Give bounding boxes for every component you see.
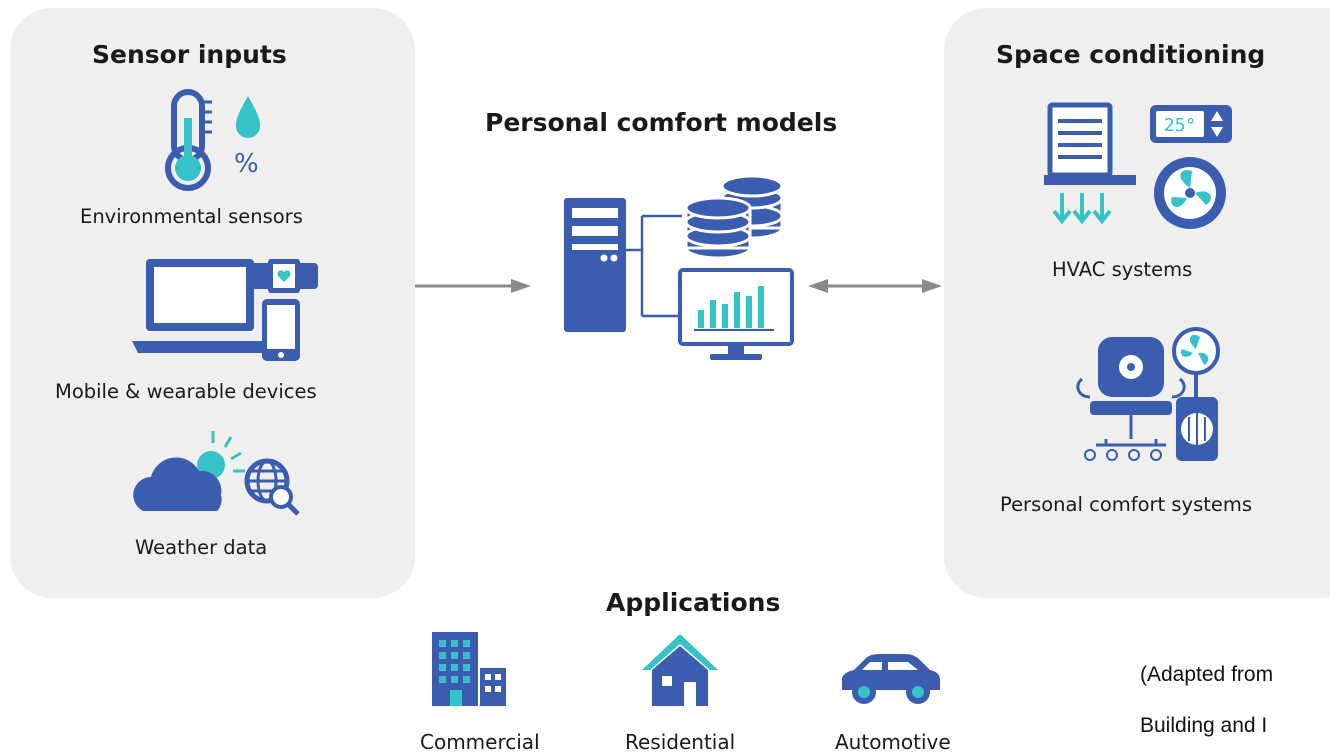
- source-caption-line-1: (Adapted from: [1140, 663, 1274, 686]
- thermometer-humidity-icon: %: [165, 89, 260, 191]
- space-conditioning-panel: [944, 8, 1330, 598]
- office-building-icon: [432, 632, 506, 706]
- hvac-thermostat-fan-icon: 25°: [1044, 102, 1232, 229]
- applications-title: Applications: [606, 588, 781, 617]
- sensor-inputs-title: Sensor inputs: [92, 40, 287, 69]
- hvac-systems-label: HVAC systems: [1052, 258, 1193, 281]
- residential-label: Residential: [625, 730, 736, 754]
- chair-fan-heater-icon: [1076, 327, 1220, 461]
- weather-data-label: Weather data: [135, 536, 268, 559]
- personal-comfort-models-title: Personal comfort models: [485, 108, 838, 137]
- car-icon: [842, 654, 940, 704]
- right-arrow-icon: [415, 279, 531, 293]
- thermostat-display: 25°: [1164, 115, 1197, 136]
- house-icon: [642, 634, 718, 706]
- personal-comfort-systems-label: Personal comfort systems: [1000, 493, 1253, 516]
- space-conditioning-title: Space conditioning: [996, 40, 1266, 69]
- cloud-sun-globe-icon: [133, 431, 300, 516]
- commercial-label: Commercial: [420, 730, 540, 754]
- server-database-monitor-icon: [564, 174, 794, 360]
- automotive-label: Automotive: [835, 730, 951, 754]
- double-arrow-icon: [808, 279, 942, 293]
- laptop-phone-wearable-icon: [132, 259, 318, 361]
- environmental-sensors-label: Environmental sensors: [80, 205, 303, 228]
- source-caption-line-2: Building and I: [1140, 714, 1268, 737]
- svg-text:%: %: [234, 149, 259, 179]
- mobile-wearable-devices-label: Mobile & wearable devices: [55, 380, 317, 403]
